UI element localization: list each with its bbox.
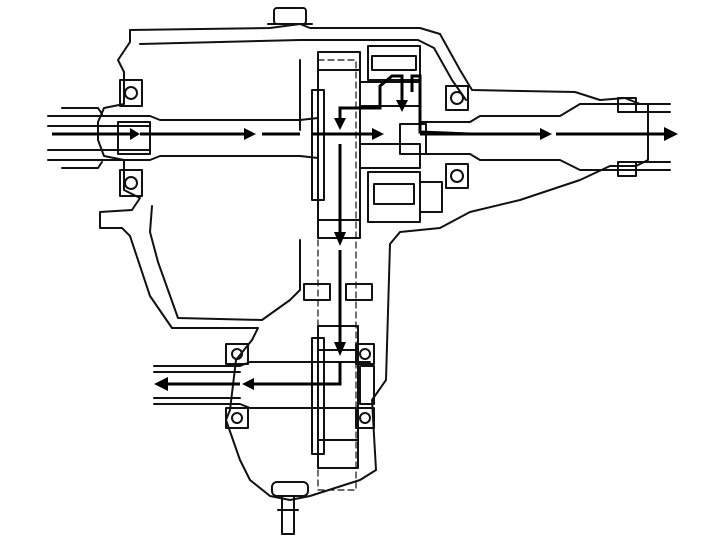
arrowhead-front-2 [154, 377, 168, 391]
drive-sprocket [311, 51, 361, 239]
top-plug [273, 7, 307, 25]
front-bearing-bottom [225, 407, 249, 429]
arrowhead-gear-down [334, 118, 346, 130]
arrowhead-input-1 [130, 128, 140, 140]
front-output-flow-arrow [166, 362, 342, 386]
mount-boss-right [345, 283, 373, 301]
rear-bearing-top [445, 85, 469, 111]
front-rear-bearing-bottom [355, 407, 375, 429]
drain-plug [271, 481, 309, 535]
arrowhead-input-2 [244, 128, 256, 140]
input-bearing-top [119, 79, 143, 107]
arrowhead-down-1 [334, 232, 346, 246]
shift-collar [399, 123, 427, 155]
input-bearing-bottom [119, 169, 143, 197]
rear-output-shaft [419, 103, 671, 171]
gear-loop-flow-arrow [338, 74, 471, 136]
driven-sprocket [311, 325, 359, 469]
housing-inner-outline [139, 39, 467, 321]
arrowhead-rear-1 [540, 128, 552, 140]
chain-guide [317, 59, 357, 491]
arrowhead-gear-loop [396, 100, 408, 112]
arrowhead-input-3 [372, 128, 384, 140]
arrowhead-front-1 [242, 378, 254, 390]
rear-seal [617, 97, 637, 177]
rear-bearing-bottom [445, 163, 469, 189]
front-bearing-top [225, 343, 249, 365]
input-shaft [47, 115, 319, 161]
front-rear-bearing-top [355, 343, 375, 365]
mount-boss [303, 283, 331, 301]
arrowhead-down-2 [334, 342, 346, 356]
arrowhead-rear-2 [664, 127, 678, 141]
input-spline [117, 121, 151, 155]
front-output-retainer [359, 365, 375, 405]
